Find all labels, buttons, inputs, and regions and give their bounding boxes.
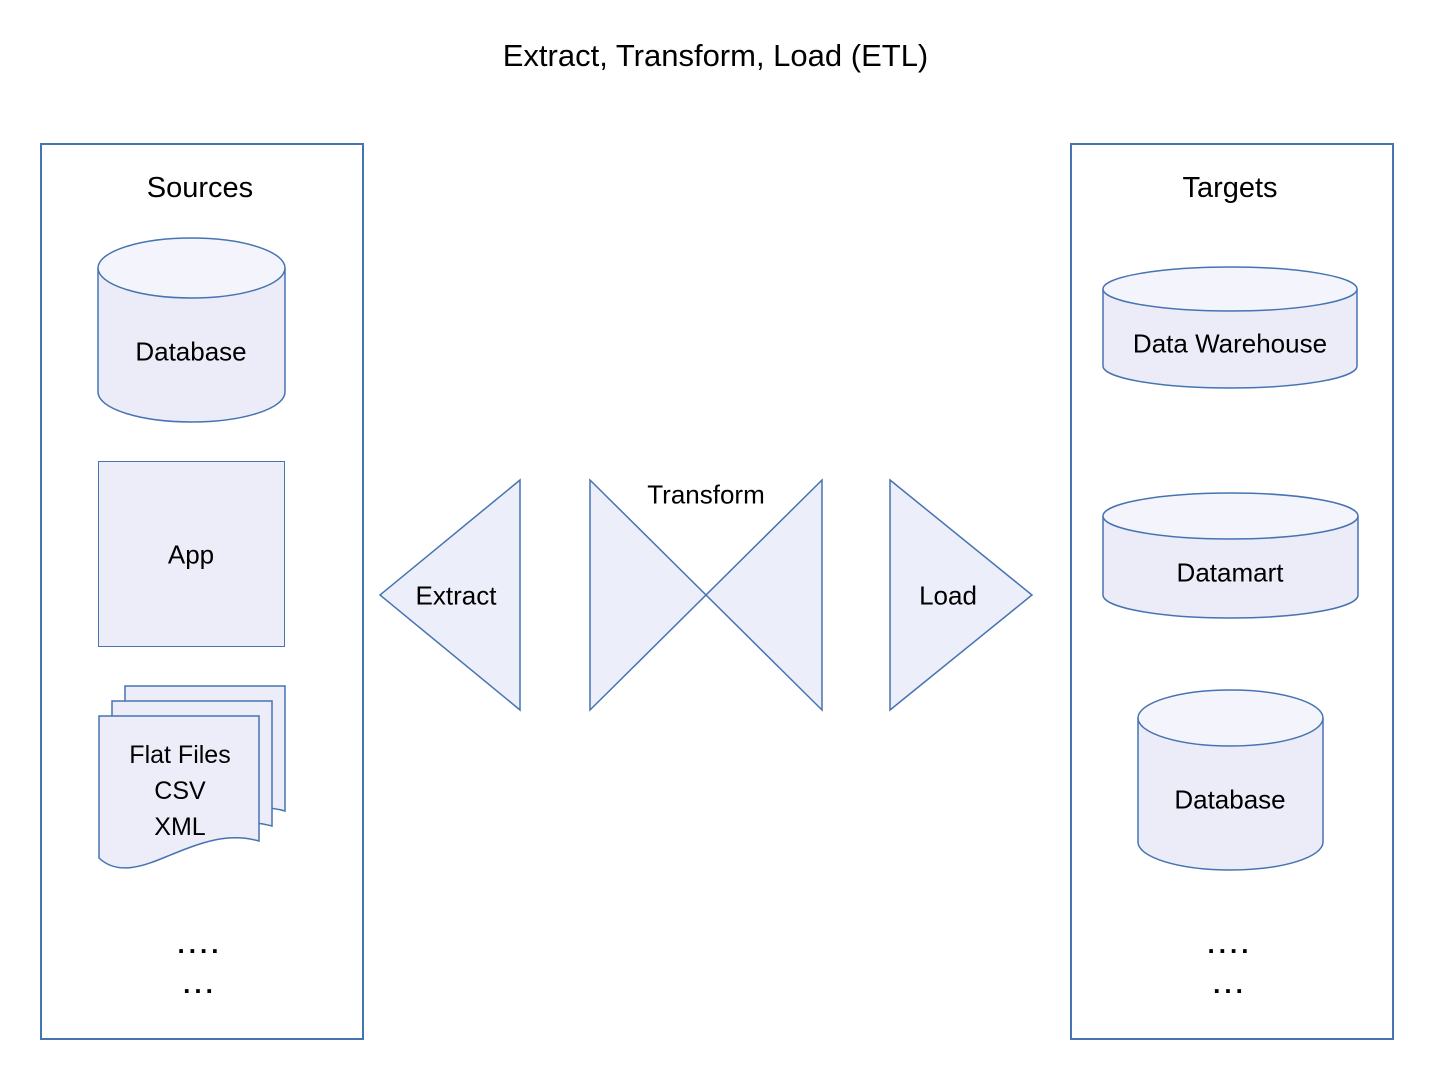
sources-ellipsis-line-2: ... — [183, 969, 217, 999]
transform-label: Transform — [647, 479, 765, 510]
source-database-label: Database — [135, 336, 247, 367]
target-datamart-label: Datamart — [1176, 557, 1284, 588]
target-database-cylinder — [1137, 689, 1324, 871]
targets-ellipsis-line-1: .... — [1207, 929, 1253, 959]
targets-panel-title: Targets — [1182, 172, 1278, 204]
document-front — [98, 715, 260, 869]
cylinder-body — [1137, 718, 1324, 871]
target-warehouse-label: Data Warehouse — [1132, 328, 1328, 359]
source-app-box — [98, 461, 285, 647]
cylinder-top — [1137, 689, 1324, 747]
load-triangle — [889, 478, 1034, 712]
source-flat-files-label: Flat Files CSV XML — [129, 737, 230, 845]
transform-left-triangle — [589, 478, 708, 712]
sources-ellipsis-line-1: .... — [177, 929, 223, 959]
flat-files-line-1: Flat Files — [129, 741, 231, 769]
sources-panel-title: Sources — [146, 172, 254, 204]
source-database-cylinder — [97, 237, 286, 423]
targets-ellipsis-line-2: ... — [1213, 969, 1247, 999]
cylinder-body — [97, 268, 286, 423]
source-flat-files-stack — [98, 685, 286, 869]
target-database-label: Database — [1174, 784, 1286, 815]
extract-label: Extract — [415, 580, 497, 611]
target-warehouse-cylinder — [1102, 266, 1358, 389]
diagram-title: Extract, Transform, Load (ETL) — [502, 38, 929, 73]
target-datamart-cylinder — [1102, 492, 1359, 619]
cylinder-body — [1102, 516, 1359, 619]
cylinder-body — [1102, 289, 1358, 389]
cylinder-top — [1102, 266, 1358, 312]
flat-files-line-2: CSV — [154, 777, 206, 805]
extract-triangle — [378, 478, 521, 712]
cylinder-top — [1102, 492, 1359, 540]
source-app-label: App — [167, 539, 215, 570]
flow-shapes — [378, 478, 1034, 712]
load-label: Load — [919, 580, 977, 611]
cylinder-top — [97, 237, 286, 299]
flat-files-line-3: XML — [154, 813, 206, 841]
transform-right-triangle — [704, 478, 823, 712]
